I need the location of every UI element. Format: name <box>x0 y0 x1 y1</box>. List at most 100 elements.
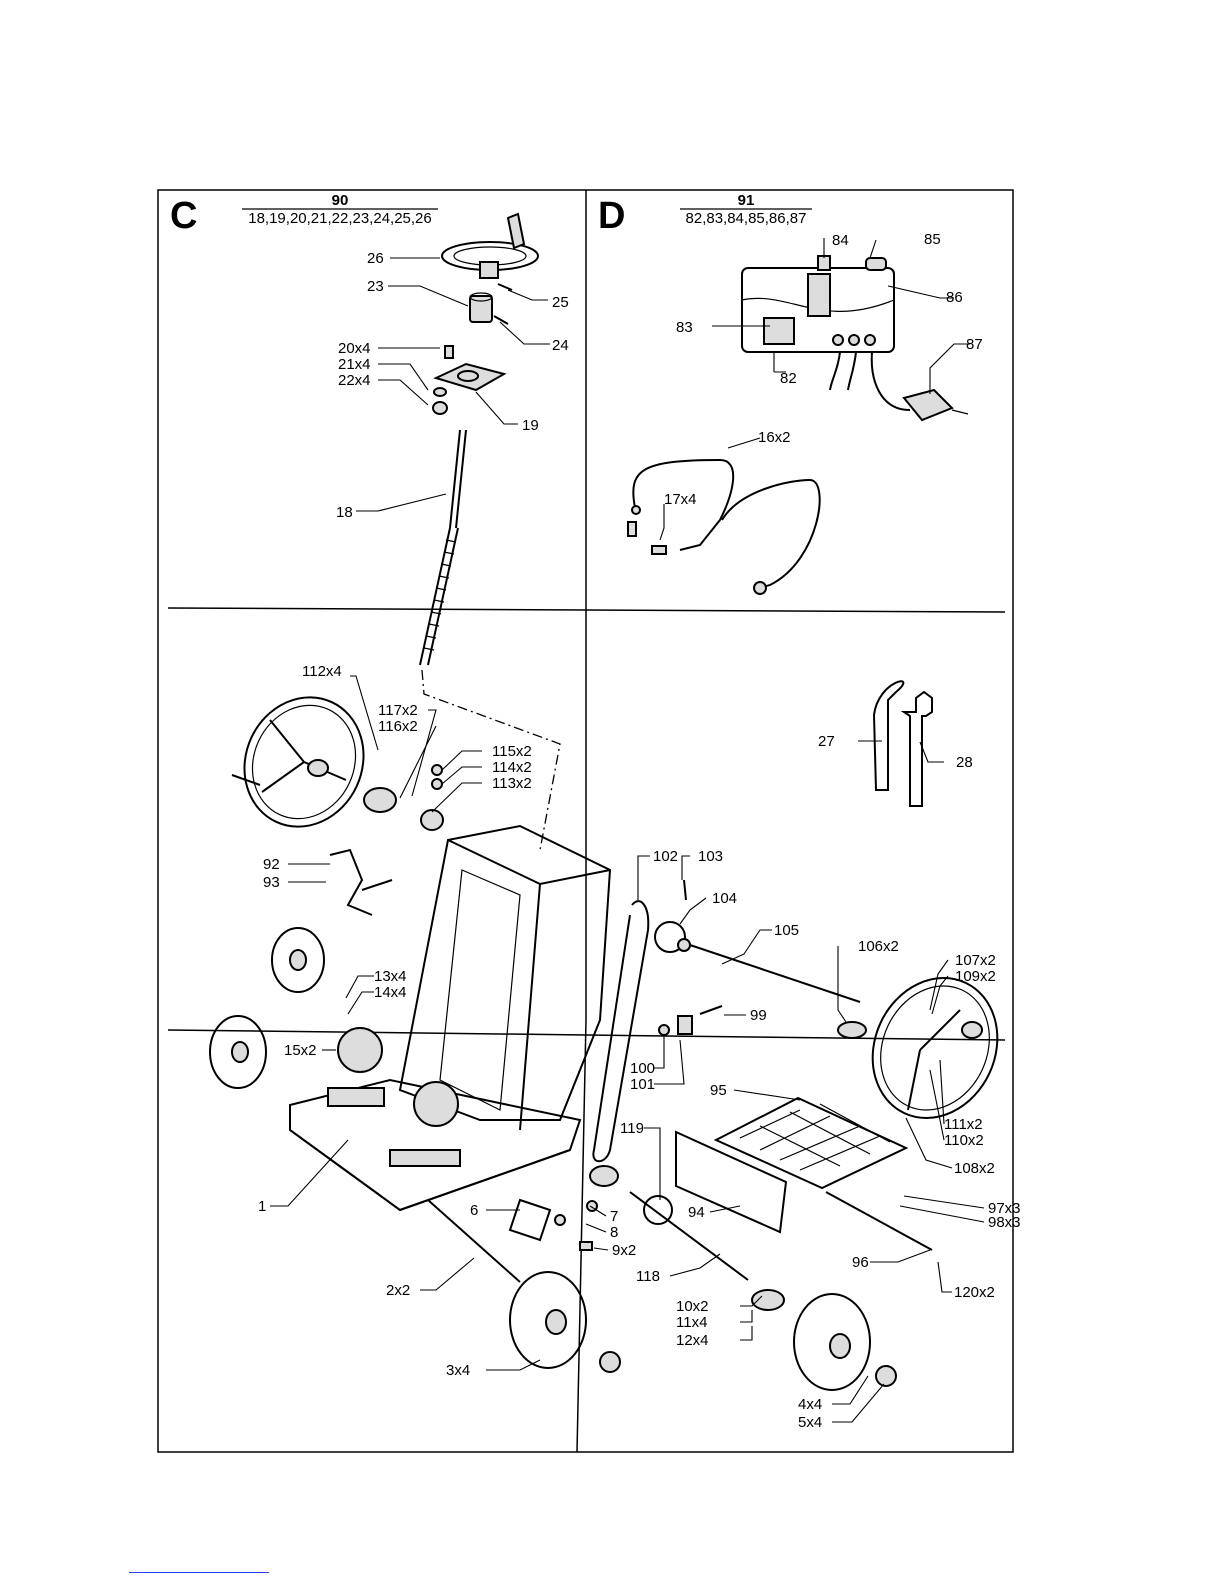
label-119: 119 <box>620 1120 644 1137</box>
label-12x4: 12x4 <box>676 1332 709 1349</box>
label-114x2: 114x2 <box>492 759 532 776</box>
panel-d-kit-parts: 82,83,84,85,86,87 <box>686 210 807 227</box>
label-84: 84 <box>832 232 849 249</box>
front-wheels <box>509 1271 897 1391</box>
drive-chain <box>592 900 650 1163</box>
label-95: 95 <box>710 1082 727 1099</box>
callout-labels: 26 25 23 24 20x4 21x4 22x4 19 18 84 85 8… <box>258 231 1021 1431</box>
label-87: 87 <box>966 336 983 353</box>
label-24: 24 <box>552 337 569 354</box>
crank-handwheel <box>441 212 539 279</box>
label-17x4: 17x4 <box>664 491 697 508</box>
label-16x2: 16x2 <box>758 429 791 446</box>
guard-plate <box>713 1096 909 1190</box>
diagram-frame <box>157 189 1014 1453</box>
label-118: 118 <box>636 1268 660 1285</box>
label-112x4: 112x4 <box>302 663 342 680</box>
label-92: 92 <box>263 856 280 873</box>
cover-plate <box>675 1130 788 1234</box>
label-117x2: 117x2 <box>378 702 418 719</box>
front-axle-rods <box>427 1191 933 1283</box>
label-28: 28 <box>956 754 973 771</box>
footer-underline <box>129 1572 269 1573</box>
panel-c-kit-number: 90 <box>332 192 349 209</box>
label-103: 103 <box>698 848 723 865</box>
small-flange <box>363 764 444 831</box>
label-99: 99 <box>750 1007 767 1024</box>
label-110x2: 110x2 <box>944 1132 984 1149</box>
leader-lines <box>270 238 985 1423</box>
label-27: 27 <box>818 733 835 750</box>
wrench-28 <box>900 690 933 807</box>
label-8: 8 <box>610 1224 618 1241</box>
assembly-guide-line <box>421 669 561 851</box>
wrench-27 <box>872 680 905 791</box>
sprocket-bottom <box>589 1165 673 1225</box>
label-6: 6 <box>470 1202 478 1219</box>
label-11x4: 11x4 <box>676 1314 707 1331</box>
label-86: 86 <box>946 289 963 306</box>
label-7: 7 <box>610 1208 618 1225</box>
label-3x4: 3x4 <box>446 1362 470 1379</box>
label-15x2: 15x2 <box>284 1042 317 1059</box>
panel-c-kit-parts: 18,19,20,21,22,23,24,25,26 <box>248 210 432 227</box>
label-108x2: 108x2 <box>954 1160 995 1177</box>
hub-sleeve <box>469 292 493 323</box>
label-111x2: 111x2 <box>944 1116 983 1133</box>
label-4x4: 4x4 <box>798 1396 822 1413</box>
label-105: 105 <box>774 922 799 939</box>
bracket-6 <box>508 1198 598 1251</box>
label-115x2: 115x2 <box>492 743 532 760</box>
label-100: 100 <box>630 1060 655 1077</box>
panel-d-kit-number: 91 <box>738 192 755 209</box>
small-bracket <box>658 1005 723 1036</box>
label-20x4: 20x4 <box>338 340 371 357</box>
label-10x2: 10x2 <box>676 1298 709 1315</box>
plug <box>902 388 969 422</box>
label-2x2: 2x2 <box>386 1282 410 1299</box>
label-106x2: 106x2 <box>858 938 899 955</box>
label-96: 96 <box>852 1254 869 1271</box>
label-26: 26 <box>367 250 384 267</box>
label-85: 85 <box>924 231 941 248</box>
threaded-spindle <box>419 429 467 666</box>
label-83: 83 <box>676 319 693 336</box>
label-19: 19 <box>522 417 539 434</box>
left-handwheel <box>231 696 365 828</box>
label-102: 102 <box>653 848 678 865</box>
label-25: 25 <box>552 294 569 311</box>
panel-d-letter: D <box>598 195 625 237</box>
sprocket-top <box>654 879 691 953</box>
label-13x4: 13x4 <box>374 968 407 985</box>
main-frame-column <box>398 824 612 1131</box>
label-94: 94 <box>688 1204 705 1221</box>
label-18: 18 <box>336 504 353 521</box>
pillow-blocks <box>327 1027 461 1167</box>
label-5x4: 5x4 <box>798 1414 822 1431</box>
label-98x3: 98x3 <box>988 1214 1021 1231</box>
panel-d-header: D 91 82,83,84,85,86,87 <box>598 192 812 237</box>
label-14x4: 14x4 <box>374 984 407 1001</box>
drive-shaft <box>689 944 867 1039</box>
label-104: 104 <box>712 890 737 907</box>
flange-bearing <box>432 345 507 415</box>
switch-box <box>741 255 911 411</box>
label-93: 93 <box>263 874 280 891</box>
base-plate <box>289 1078 582 1212</box>
label-1: 1 <box>258 1198 266 1215</box>
pins <box>493 283 513 325</box>
rear-wheels <box>209 927 325 1089</box>
tubular-handles <box>627 458 821 595</box>
label-113x2: 113x2 <box>492 775 532 792</box>
label-22x4: 22x4 <box>338 372 371 389</box>
label-97x3: 97x3 <box>988 1200 1021 1217</box>
panel-c-header: C 90 18,19,20,21,22,23,24,25,26 <box>170 192 438 237</box>
label-9x2: 9x2 <box>612 1242 636 1259</box>
label-107x2: 107x2 <box>955 952 996 969</box>
label-120x2: 120x2 <box>954 1284 995 1301</box>
label-23: 23 <box>367 278 384 295</box>
label-82: 82 <box>780 370 797 387</box>
label-109x2: 109x2 <box>955 968 996 985</box>
label-116x2: 116x2 <box>378 718 418 735</box>
